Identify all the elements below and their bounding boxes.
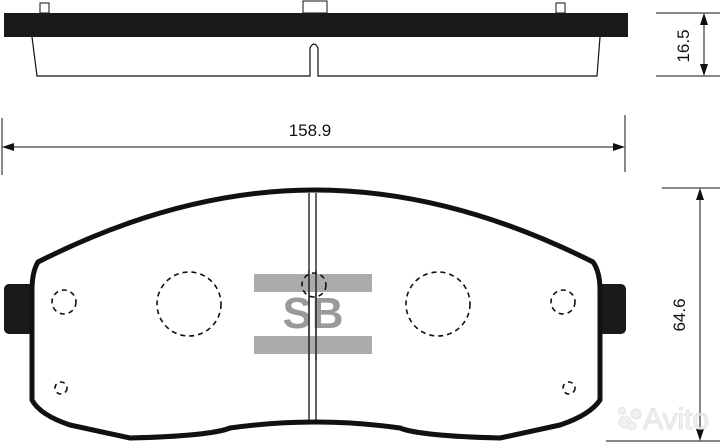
- side-view: 16.5: [4, 0, 720, 77]
- height-label: 64.6: [670, 298, 689, 331]
- right-ear: [596, 284, 626, 334]
- small-circle-left: [51, 289, 77, 315]
- front-view: SB 64.6: [4, 187, 720, 442]
- backplate: [4, 13, 628, 37]
- pin-right: [562, 381, 576, 395]
- thickness-label: 16.5: [674, 29, 693, 62]
- top-tab-right: [555, 2, 566, 14]
- hidden-features: [51, 271, 576, 395]
- friction-material: [31, 36, 601, 77]
- watermark-text: Avito: [643, 403, 709, 436]
- sb-logo: SB: [254, 274, 372, 354]
- left-ear: [4, 284, 34, 334]
- avito-watermark: Avito: [618, 403, 710, 437]
- width-dimension: 158.9: [1, 115, 626, 175]
- width-label: 158.9: [289, 121, 332, 140]
- center-circle: [301, 272, 327, 298]
- rivet-circle-left: [156, 271, 222, 337]
- rivet-circle-right: [405, 271, 471, 337]
- top-tab-center: [302, 0, 328, 14]
- small-circle-right: [550, 289, 576, 315]
- top-tab-left: [39, 2, 50, 14]
- pin-left: [54, 381, 68, 395]
